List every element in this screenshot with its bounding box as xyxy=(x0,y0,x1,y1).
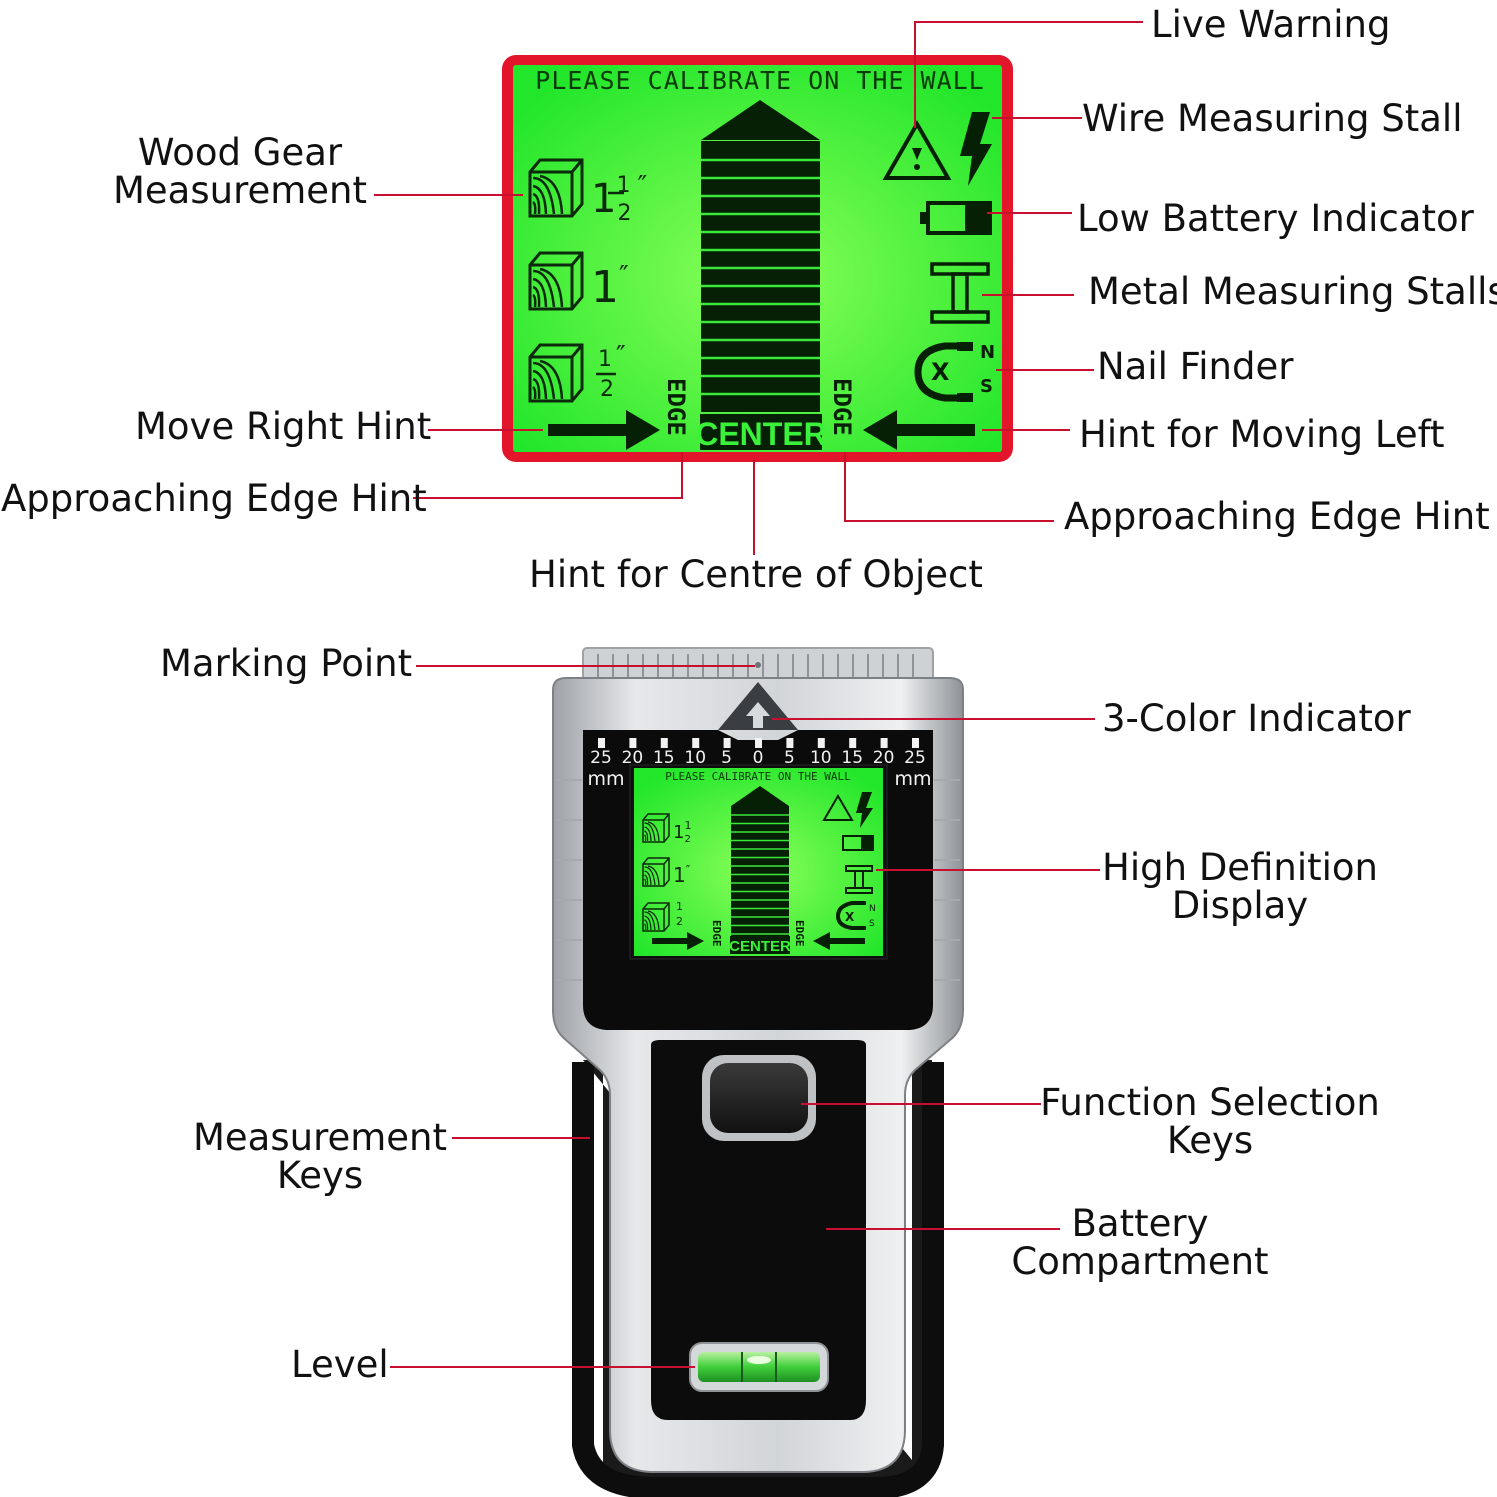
svg-text:1: 1 xyxy=(676,900,683,913)
svg-text:2: 2 xyxy=(676,915,683,928)
ruler-tick-label: 25 xyxy=(590,748,612,768)
label-wire-measuring-stall: Wire Measuring Stall xyxy=(1082,97,1463,140)
small-lcd-banner: PLEASE CALIBRATE ON THE WALL xyxy=(665,770,851,783)
ruler-tick-label: 25 xyxy=(904,748,926,768)
label-live-warning: Live Warning xyxy=(1151,3,1391,46)
svg-text:112: 112 xyxy=(673,819,691,845)
label-wood-gear-measurement: Wood Gear Measurement xyxy=(112,131,367,212)
move-right-arrow-icon xyxy=(548,410,660,450)
move-left-arrow-icon xyxy=(863,410,975,450)
svg-text:2: 2 xyxy=(600,377,614,402)
battery-compartment-panel xyxy=(651,1040,866,1420)
svg-text:N: N xyxy=(869,904,876,914)
lcd-edge-left: EDGE xyxy=(662,378,690,436)
bubble-level xyxy=(689,1342,829,1392)
svg-text:S: S xyxy=(980,376,993,397)
label-hint-moving-left: Hint for Moving Left xyxy=(1079,413,1445,456)
svg-text:CENTER: CENTER xyxy=(729,938,791,955)
low-battery-icon xyxy=(920,201,992,235)
svg-text:EDGE: EDGE xyxy=(710,920,723,947)
label-marking-point: Marking Point xyxy=(160,642,413,685)
nail-finder-magnet-icon: X N S xyxy=(914,342,995,402)
label-metal-measuring-stalls: Metal Measuring Stalls xyxy=(1088,270,1497,313)
label-approaching-edge-right: Approaching Edge Hint xyxy=(1064,495,1490,538)
ruler-unit-left: mm xyxy=(587,768,624,790)
live-warning-icon xyxy=(882,119,952,180)
function-select-button[interactable] xyxy=(710,1063,808,1133)
ruler-tick-label: 15 xyxy=(653,748,675,768)
label-centre-of-object: Hint for Centre of Object xyxy=(529,553,983,596)
label-battery-compartment: Battery Compartment xyxy=(1011,1202,1269,1283)
label-nail-finder: Nail Finder xyxy=(1097,345,1294,388)
ruler-tick-label: 20 xyxy=(622,748,644,768)
label-measurement-keys: Measurement Keys xyxy=(192,1116,447,1197)
ruler-tick-label: 5 xyxy=(784,748,795,768)
label-level: Level xyxy=(291,1343,389,1386)
ruler-tick-label: 0 xyxy=(753,748,764,768)
svg-text:X: X xyxy=(845,910,855,924)
ruler-tick-label: 5 xyxy=(721,748,732,768)
svg-text:X: X xyxy=(931,358,950,386)
label-three-color-indicator: 3-Color Indicator xyxy=(1102,697,1411,740)
ruler-tick-label: 10 xyxy=(684,748,706,768)
label-low-battery-indicator: Low Battery Indicator xyxy=(1077,197,1474,240)
label-move-right-hint: Move Right Hint xyxy=(135,405,432,448)
ruler-unit-right: mm xyxy=(894,768,931,790)
label-function-selection-keys: Function Selection Keys xyxy=(1040,1081,1380,1162)
label-hd-display: High Definition Display xyxy=(1102,846,1378,927)
three-color-indicator-arrow-icon xyxy=(746,702,770,728)
ruler-tick-label: 10 xyxy=(810,748,832,768)
label-approaching-edge-left: Approaching Edge Hint xyxy=(1,477,427,520)
marking-point-dot xyxy=(755,662,761,668)
svg-text:EDGE: EDGE xyxy=(793,920,806,947)
leader-lines xyxy=(374,21,1143,1368)
signal-strength-bargraph xyxy=(701,100,820,412)
ruler-tick-label: 15 xyxy=(841,748,863,768)
lcd-center-label: CENTER xyxy=(695,416,827,452)
ruler-tick-label: 20 xyxy=(873,748,895,768)
svg-text:S: S xyxy=(869,919,875,929)
lcd-calibrate-banner: PLEASE CALIBRATE ON THE WALL xyxy=(535,66,984,95)
wire-lightning-icon xyxy=(960,112,992,186)
lcd-edge-right: EDGE xyxy=(828,378,856,436)
svg-text:N: N xyxy=(980,342,995,363)
metal-ibeam-icon xyxy=(930,262,990,324)
